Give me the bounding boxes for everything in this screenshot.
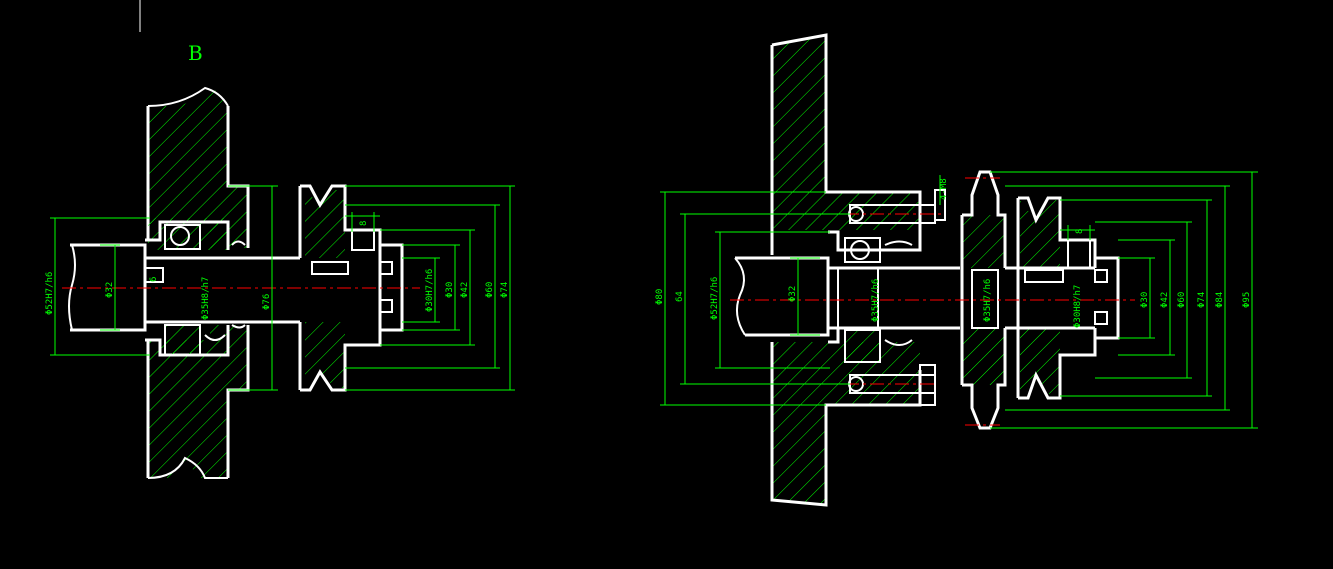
dim-right-d35b: Φ35H7/h6 — [983, 279, 993, 322]
right-assembly: Φ80 64 Φ52H7/h6 Φ32 Φ35H7/h6 Φ35H7/h6 Φ3… — [655, 33, 1258, 507]
right-shaft — [735, 256, 830, 337]
dim-left-d8: 8 — [359, 221, 369, 226]
dim-right-d74: Φ74 — [1197, 292, 1207, 308]
dim-right-d8: 8 — [1075, 229, 1085, 234]
right-gear — [962, 215, 1005, 268]
left-pulley — [305, 190, 345, 258]
dim-right-d80: Φ80 — [655, 289, 665, 305]
dim-right-m8: 4-M8 — [939, 178, 949, 200]
dim-right-d35a: Φ35H7/h6 — [871, 279, 881, 322]
dim-left-d60: Φ60 — [485, 282, 495, 298]
dim-left-d30fit: Φ30H7/h6 — [425, 269, 435, 312]
dim-right-d84: Φ84 — [1215, 292, 1225, 308]
dim-right-d64: 64 — [675, 291, 685, 302]
left-wall — [148, 88, 248, 248]
dim-right-d42: Φ42 — [1160, 292, 1170, 308]
dim-right-d95: Φ95 — [1242, 292, 1252, 308]
right-wall — [772, 35, 920, 230]
dim-left-d42: Φ42 — [460, 282, 470, 298]
dim-left-d74: Φ74 — [500, 282, 510, 298]
dim-right-d30: Φ30 — [1140, 292, 1150, 308]
dim-left-d76: Φ76 — [262, 294, 272, 310]
right-pulley — [1020, 200, 1060, 268]
left-assembly: Φ52H7/h6 Φ32 6 Φ35H8/h7 Φ76 8 Φ30H7/h6 Φ… — [45, 86, 515, 479]
dim-right-d30fit: Φ30H8/h7 — [1073, 285, 1083, 328]
view-label: B — [188, 41, 203, 65]
dim-left-d30: Φ30 — [445, 282, 455, 298]
dim-left-d32: Φ32 — [105, 282, 115, 298]
dim-left-d52: Φ52H7/h6 — [45, 272, 55, 315]
dim-right-d60: Φ60 — [1177, 292, 1187, 308]
dim-left-d6: 6 — [149, 277, 159, 282]
dim-right-d32: Φ32 — [788, 286, 798, 302]
dim-left-d35: Φ35H8/h7 — [201, 277, 211, 320]
dim-right-d52: Φ52H7/h6 — [710, 277, 720, 320]
left-bearing-ball — [170, 226, 190, 246]
right-bearing-ball — [850, 240, 870, 260]
